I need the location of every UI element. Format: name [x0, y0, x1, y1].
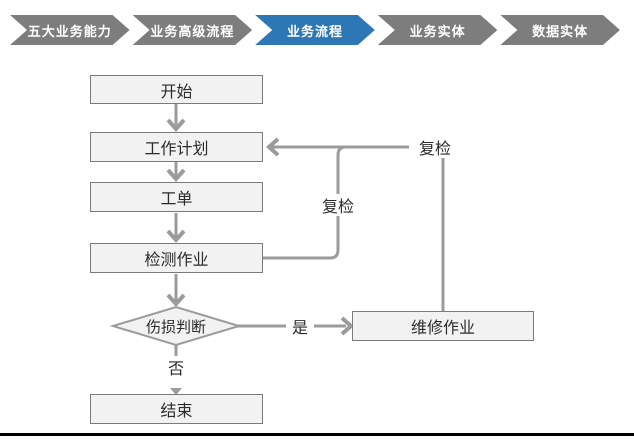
nav-tab-label: 五大业务能力 [27, 23, 112, 39]
nav-tab-advanced-process[interactable]: 业务高级流程 [133, 15, 253, 45]
nav-tab-label: 业务实体 [409, 23, 466, 39]
node-repair: 维修作业 [352, 311, 534, 341]
node-inspection: 检测作业 [90, 243, 263, 273]
edge-label-no: 否 [162, 356, 190, 378]
nav-tab-five-capabilities[interactable]: 五大业务能力 [10, 15, 130, 45]
arrowhead-right-icon [340, 316, 355, 336]
arrowhead-down-icon [166, 229, 186, 244]
nav-tab-business-entity[interactable]: 业务实体 [378, 15, 498, 45]
arrowhead-down-icon [166, 293, 186, 308]
node-end: 结束 [90, 394, 263, 424]
nav-tab-data-entity[interactable]: 数据实体 [500, 15, 620, 45]
nav-tab-label: 业务流程 [286, 23, 343, 39]
node-damage-decision-label: 伤损判断 [145, 319, 206, 336]
edge-label-recheck-outer: 复检 [409, 136, 461, 158]
node-start: 开始 [90, 75, 263, 104]
nav-tab-label: 业务高级流程 [150, 23, 235, 39]
edge-label-yes: 是 [286, 315, 314, 337]
nav-tab-business-process[interactable]: 业务流程 [255, 15, 375, 45]
bottom-border [0, 433, 634, 436]
breadcrumb-nav: 五大业务能力 业务高级流程 业务流程 业务实体 数据实体 [10, 15, 620, 45]
edge-label-recheck-inner: 复检 [312, 194, 364, 216]
nav-tab-label: 数据实体 [532, 23, 589, 39]
arrowhead-down-icon [166, 118, 186, 133]
node-work-order: 工单 [90, 182, 263, 212]
node-work-plan: 工作计划 [90, 132, 263, 162]
arrowhead-left-icon [265, 137, 280, 157]
arrowhead-down-icon [166, 168, 186, 183]
